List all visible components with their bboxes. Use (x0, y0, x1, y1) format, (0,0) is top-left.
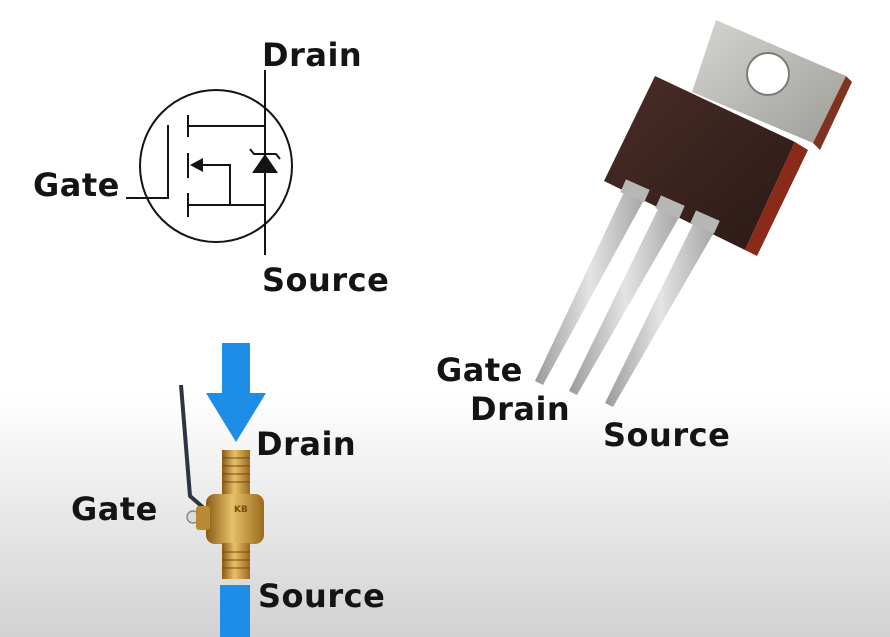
transistor-source-label: Source (603, 416, 731, 454)
transistor-leg-gate (535, 190, 645, 385)
source-pipe (220, 585, 250, 637)
valve-gate-label: Gate (71, 490, 158, 528)
transistor-mounting-hole (746, 52, 790, 96)
transistor-body-side (745, 142, 808, 256)
symbol-body-diode (252, 154, 278, 173)
symbol-drain-label: Drain (262, 36, 363, 74)
valve-handle (179, 384, 208, 512)
transistor-body (604, 76, 795, 250)
flow-down-arrow-icon (206, 343, 266, 442)
valve-drain-label: Drain (256, 425, 357, 463)
valve-bottom-nipple (222, 543, 250, 579)
symbol-gate-lead (126, 125, 169, 199)
symbol-diode-bar (249, 148, 281, 160)
valve-source-label: Source (258, 577, 386, 615)
transistor-leg-drain (569, 205, 681, 395)
valve-top-nipple (222, 450, 250, 495)
symbol-gate-label: Gate (33, 166, 120, 204)
valve-stem (196, 506, 210, 530)
symbol-body-arrow (190, 158, 203, 172)
transistor-gate-label: Gate (436, 351, 523, 389)
transistor-leg-source (605, 220, 716, 407)
symbol-source-label: Source (262, 261, 390, 299)
symbol-circle (139, 89, 293, 243)
symbol-body-connect (200, 164, 231, 205)
valve-body (206, 494, 264, 544)
valve-marking: KB (234, 505, 248, 515)
transistor-tab-edge (813, 76, 852, 150)
transistor-drain-label: Drain (470, 390, 571, 428)
